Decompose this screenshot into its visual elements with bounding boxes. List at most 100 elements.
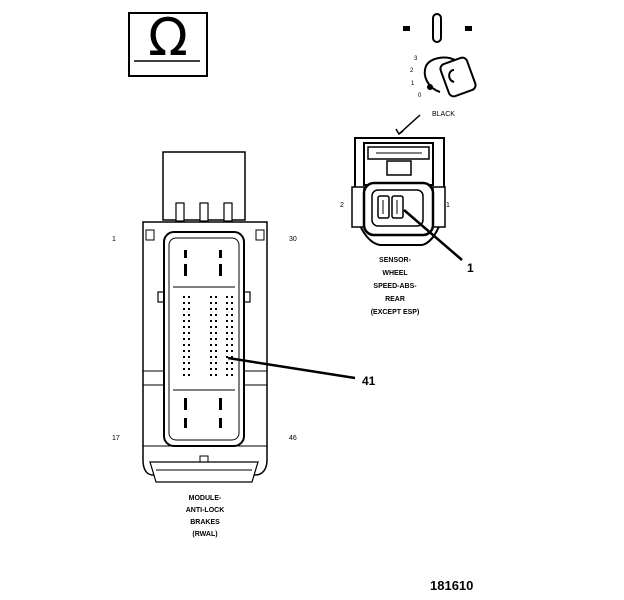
sensor-color-label: BLACK <box>432 111 455 118</box>
module-pin-cavity <box>215 362 217 364</box>
module-pin-cavity <box>183 374 185 376</box>
module-pin-cavity <box>210 308 212 310</box>
module-pin-cavity <box>183 302 185 304</box>
module-pin-cavity <box>215 356 217 358</box>
module-pin-cavity <box>210 362 212 364</box>
module-pin-cavity <box>188 356 190 358</box>
module-pin-cavity <box>183 308 185 310</box>
module-pin-cavity <box>188 362 190 364</box>
module-pin-cavity <box>183 350 185 352</box>
module-pin-cavity <box>226 362 228 364</box>
module-pin-cavity <box>188 308 190 310</box>
module-pin-cavity <box>215 308 217 310</box>
module-pin-cavity <box>215 296 217 298</box>
module-pin-cavity <box>210 314 212 316</box>
module-pin-cavity <box>210 374 212 376</box>
module-pin-cavity <box>183 314 185 316</box>
module-name-line-2: ANTI-LOCK <box>185 507 225 514</box>
module-pin-cavity <box>210 296 212 298</box>
module-pin-cavity <box>231 296 233 298</box>
module-pin-cavity <box>183 332 185 334</box>
module-pin-cavity <box>215 368 217 370</box>
module-pin-cavity <box>183 344 185 346</box>
module-pin-cavity <box>231 332 233 334</box>
module-pin-cavity <box>231 344 233 346</box>
module-pin-cavity <box>226 326 228 328</box>
module-pin-cavity <box>188 338 190 340</box>
module-pin-cavity <box>226 320 228 322</box>
module-pin-cavity <box>188 374 190 376</box>
module-pin-cavity <box>226 314 228 316</box>
module-pin-cavity <box>210 302 212 304</box>
module-callout-leader <box>227 356 356 380</box>
module-pin-cavity <box>210 326 212 328</box>
module-pin-cavity <box>210 338 212 340</box>
ignition-key-icon <box>403 13 477 98</box>
key-position-0: 0 <box>418 93 422 99</box>
module-pin-cavity <box>183 296 185 298</box>
sensor-callout-leader <box>403 209 463 261</box>
module-pin-cavity <box>188 326 190 328</box>
module-pin-cavity <box>231 374 233 376</box>
module-pin-cavity <box>215 350 217 352</box>
module-name-line-1: MODULE- <box>188 495 222 502</box>
sensor-name-line-1: SENSOR- <box>379 257 411 264</box>
module-pin-46-label: 46 <box>289 435 297 442</box>
module-pin-cavity <box>231 308 233 310</box>
module-pin-17-label: 17 <box>112 435 120 442</box>
sensor-connector <box>351 114 446 246</box>
figure-number: 181610 <box>430 578 474 593</box>
module-pin-cavity <box>231 362 233 364</box>
module-pin-cavity <box>215 374 217 376</box>
key-position-2: 2 <box>410 68 414 74</box>
module-pin-cavity <box>215 326 217 328</box>
module-pin-cavity <box>210 320 212 322</box>
key-position-3: 3 <box>414 56 418 62</box>
module-pin-cavity <box>231 314 233 316</box>
sensor-name-line-4: REAR <box>385 296 405 303</box>
module-pin-cavity <box>210 350 212 352</box>
sensor-name: SENSOR- WHEEL SPEED-ABS- REAR (EXCEPT ES… <box>340 256 450 321</box>
module-name-line-3: BRAKES <box>190 519 220 526</box>
module-pin-cavity <box>188 368 190 370</box>
module-pin-cavity <box>183 326 185 328</box>
module-pin-cavity <box>183 368 185 370</box>
module-pin-cavity <box>226 308 228 310</box>
module-pin-cavity <box>210 356 212 358</box>
module-pin-1-label: 1 <box>112 236 116 243</box>
module-connector <box>142 151 268 483</box>
module-pin-cavity <box>188 314 190 316</box>
module-pin-cavity <box>226 338 228 340</box>
module-pin-cavity <box>215 314 217 316</box>
sensor-pin-2-label: 2 <box>340 202 344 209</box>
module-pin-cavity <box>210 344 212 346</box>
sensor-pin-1-label: 1 <box>446 202 450 209</box>
sensor-name-line-3: SPEED-ABS- <box>373 283 417 290</box>
module-name-line-4: (RWAL) <box>192 531 218 538</box>
module-pin-cavity <box>215 344 217 346</box>
module-pin-cavity <box>215 320 217 322</box>
module-pin-cavity <box>210 332 212 334</box>
module-callout-number: 41 <box>362 374 376 388</box>
module-pin-cavity <box>231 350 233 352</box>
sensor-callout-number: 1 <box>467 261 474 275</box>
module-pin-cavity <box>226 368 228 370</box>
module-pin-cavity <box>183 338 185 340</box>
key-position-1: 1 <box>411 81 415 87</box>
module-pin-cavity <box>183 356 185 358</box>
ohm-symbol-box <box>128 12 208 77</box>
module-pin-cavity <box>226 344 228 346</box>
module-pin-cavity <box>231 368 233 370</box>
module-pin-cavity <box>226 296 228 298</box>
module-pin-cavity <box>215 302 217 304</box>
sensor-name-line-5: (EXCEPT ESP) <box>370 309 420 316</box>
module-pin-cavity <box>231 320 233 322</box>
sensor-name-line-2: WHEEL <box>382 270 408 277</box>
module-pin-cavity <box>188 332 190 334</box>
module-pin-cavity <box>188 344 190 346</box>
module-pin-cavity <box>231 338 233 340</box>
module-pin-cavity <box>226 356 228 358</box>
module-pin-cavity <box>215 332 217 334</box>
